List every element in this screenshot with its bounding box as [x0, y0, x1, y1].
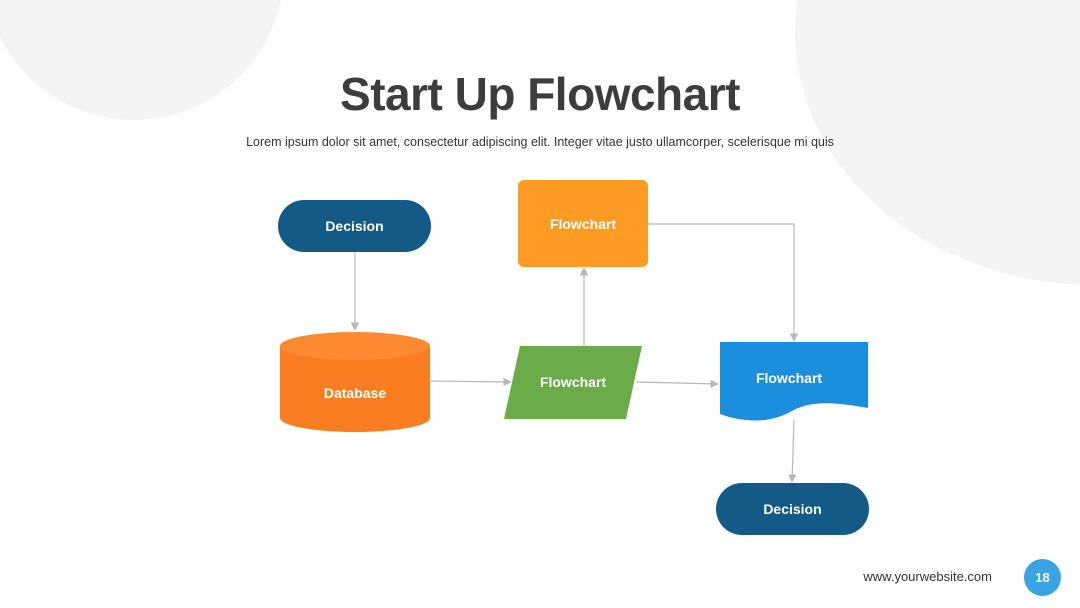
connector-flowchart-orange-to-flowchart-blue [648, 223, 799, 342]
database-cylinder-body [280, 346, 430, 432]
connectors [350, 223, 799, 483]
connector-flowchart-green-to-flowchart-blue [636, 379, 719, 389]
slide-subtitle: Lorem ipsum dolor sit amet, consectetur … [246, 135, 834, 149]
node-flowchart-orange[interactable]: Flowchart [518, 180, 648, 267]
node-database[interactable]: Database [280, 332, 430, 432]
flowchart-green-label: Flowchart [540, 374, 606, 390]
database-label: Database [324, 385, 386, 401]
node-flowchart-green[interactable]: Flowchart [504, 346, 642, 419]
decision-top-label: Decision [325, 218, 383, 234]
slide-title: Start Up Flowchart [340, 68, 740, 120]
decision-top-shape [278, 200, 431, 252]
flowchart-orange-label: Flowchart [550, 216, 616, 232]
node-decision-top[interactable]: Decision [278, 200, 431, 252]
page-number-badge: 18 [1024, 559, 1061, 596]
website-url[interactable]: www.yourwebsite.com [863, 569, 992, 584]
decision-bottom-shape [716, 483, 869, 535]
flowchart-blue-shape [720, 342, 868, 421]
decision-bottom-label: Decision [763, 501, 821, 517]
node-flowchart-blue[interactable]: Flowchart [720, 342, 868, 421]
connector-flowchart-blue-to-decision-bottom [788, 419, 797, 483]
flowchart-orange-shape [518, 180, 648, 267]
flowchart-green-shape [504, 346, 642, 419]
connector-database-to-flowchart-green [429, 377, 512, 387]
flowchart-blue-label: Flowchart [756, 370, 822, 386]
node-decision-bottom[interactable]: Decision [716, 483, 869, 535]
database-cylinder-top [280, 332, 430, 360]
